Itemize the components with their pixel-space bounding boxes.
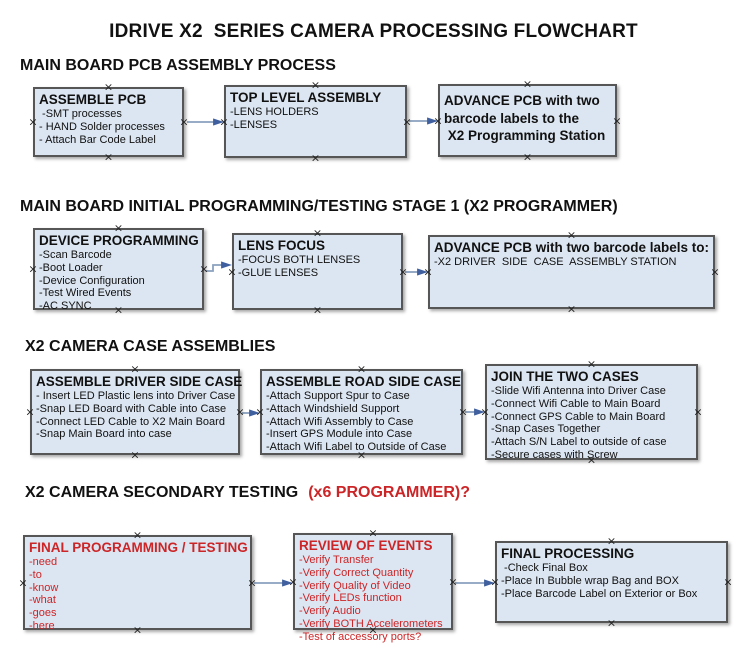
box-item: -FOCUS BOTH LENSES: [238, 254, 361, 266]
box-item: -Secure cases with Screw: [491, 448, 618, 461]
box-item: -Place In Bubble wrap Bag and BOX: [501, 574, 679, 587]
heading-red-part: (x6 PROGRAMMER)?: [308, 484, 470, 501]
box-title: LENS FOCUS: [238, 238, 326, 253]
box-item: - HAND Solder processes: [39, 120, 165, 133]
box-device-programming[interactable]: DEVICE PROGRAMMING -Scan Barcode -Boot L…: [28, 223, 208, 316]
box-lens-focus[interactable]: LENS FOCUS -FOCUS BOTH LENSES -GLUE LENS…: [227, 228, 407, 316]
box-item: -Verify Audio: [299, 605, 361, 618]
box-title: REVIEW OF EVENTS: [299, 538, 433, 553]
box-item: -Place Barcode Label on Exterior or Box: [501, 587, 698, 600]
box-item: -Verify Correct Quantity: [299, 566, 414, 579]
box-bold-line: barcode labels to the: [444, 110, 580, 126]
box-item: -Attach Windshield Support: [266, 402, 400, 415]
box-item: -to: [29, 568, 42, 581]
box-item: -Snap LED Board with Cable into Case: [36, 402, 227, 415]
flowchart-title: IDRIVE X2 SERIES CAMERA PROCESSING FLOWC…: [109, 21, 638, 42]
box-item: -Device Configuration: [39, 274, 145, 287]
box-title: ADVANCE PCB with two barcode labels to:: [434, 240, 710, 255]
box-item: -Scan Barcode: [39, 249, 112, 261]
box-item: -Verify BOTH Accelerometers: [299, 617, 443, 630]
section-heading-initial-programming: MAIN BOARD INITIAL PROGRAMMING/TESTING S…: [20, 198, 618, 215]
box-item: -AC SYNC: [39, 300, 92, 313]
box-item: -X2 DRIVER SIDE CASE ASSEMBLY STATION: [434, 256, 677, 268]
box-item: -Verify LEDs function: [299, 592, 402, 605]
box-item: -Connect Wifi Cable to Main Board: [491, 397, 661, 410]
box-item: -LENSES: [230, 118, 278, 131]
box-item: -Boot Loader: [39, 261, 103, 274]
box-title: ASSEMBLE ROAD SIDE CASE: [266, 374, 462, 389]
box-item: -goes: [29, 607, 57, 620]
box-title: DEVICE PROGRAMMING: [39, 233, 199, 248]
box-title: FINAL PROCESSING: [501, 546, 635, 561]
box-bold-line: ADVANCE PCB with two: [444, 93, 600, 108]
box-item: -Attach Support Spur to Case: [266, 390, 410, 402]
box-final-processing[interactable]: FINAL PROCESSING -Check Final Box -Place…: [490, 536, 732, 629]
box-item: -know: [29, 581, 59, 594]
section-heading-secondary-testing: X2 CAMERA SECONDARY TESTING (x6 PROGRAMME…: [25, 484, 470, 502]
box-item: - Insert LED Plastic lens into Driver Ca…: [36, 390, 236, 402]
box-bold-line: X2 Programming Station: [444, 128, 606, 143]
box-item: -here: [29, 619, 55, 632]
heading-black-part: X2 CAMERA SECONDARY TESTING: [25, 484, 299, 501]
box-assemble-pcb[interactable]: ASSEMBLE PCB -SMT processes - HAND Solde…: [28, 82, 188, 163]
box-item: -SMT processes: [39, 108, 122, 120]
box-item: -Snap Main Board into case: [36, 428, 172, 441]
box-item: -Connect GPS Cable to Main Board: [491, 410, 666, 423]
box-item: -Attach Wifi Assembly to Case: [266, 415, 414, 428]
box-item: -need: [29, 556, 58, 568]
box-item: -Slide Wifi Antenna into Driver Case: [491, 385, 666, 397]
box-assemble-driver-side-case[interactable]: ASSEMBLE DRIVER SIDE CASE - Insert LED P…: [25, 364, 244, 461]
section-heading-case-assemblies: X2 CAMERA CASE ASSEMBLIES: [25, 338, 276, 355]
box-item: -Check Final Box: [501, 562, 588, 574]
box-item: -Attach Wifi Label to Outside of Case: [266, 441, 447, 454]
box-title: JOIN THE TWO CASES: [491, 369, 639, 384]
box-item: -what: [29, 594, 56, 607]
box-item: -Connect LED Cable to X2 Main Board: [36, 415, 225, 428]
box-advance-pcb-programming-station[interactable]: ADVANCE PCB with two barcode labels to t…: [433, 79, 621, 163]
box-item: -Insert GPS Module into Case: [266, 428, 413, 441]
section-heading-pcb-assembly: MAIN BOARD PCB ASSEMBLY PROCESS: [20, 57, 336, 74]
box-item: -Attach S/N Label to outside of case: [491, 436, 667, 449]
arrow-programming-to-lensfocus[interactable]: [206, 261, 232, 272]
box-title: TOP LEVEL ASSEMBLY: [230, 90, 382, 105]
box-final-programming-testing[interactable]: FINAL PROGRAMMING / TESTING -need -to -k…: [18, 530, 256, 636]
box-advance-pcb-case-assembly[interactable]: ADVANCE PCB with two barcode labels to: …: [423, 230, 719, 315]
box-title: FINAL PROGRAMMING / TESTING: [29, 540, 248, 555]
box-item: - Attach Bar Code Label: [39, 133, 156, 146]
box-review-of-events[interactable]: REVIEW OF EVENTS -Verify Transfer -Verif…: [288, 528, 457, 643]
box-item: -Verify Transfer: [299, 554, 374, 566]
box-title: ASSEMBLE DRIVER SIDE CASE: [36, 374, 243, 389]
box-item: -GLUE LENSES: [238, 266, 319, 279]
box-item: -Test Wired Events: [39, 287, 132, 300]
box-join-the-two-cases[interactable]: JOIN THE TWO CASES -Slide Wifi Antenna i…: [480, 359, 702, 466]
box-top-level-assembly[interactable]: TOP LEVEL ASSEMBLY -LENS HOLDERS -LENSES…: [219, 80, 411, 164]
box-item: -LENS HOLDERS: [230, 106, 319, 118]
box-assemble-road-side-case[interactable]: ASSEMBLE ROAD SIDE CASE -Attach Support …: [255, 364, 467, 461]
box-title: ASSEMBLE PCB: [39, 92, 147, 107]
box-item: -Verify Quality of Video: [299, 579, 411, 592]
box-item: -Snap Cases Together: [491, 423, 601, 436]
box-item-overflowing: -Test of accessory ports?: [299, 630, 422, 643]
